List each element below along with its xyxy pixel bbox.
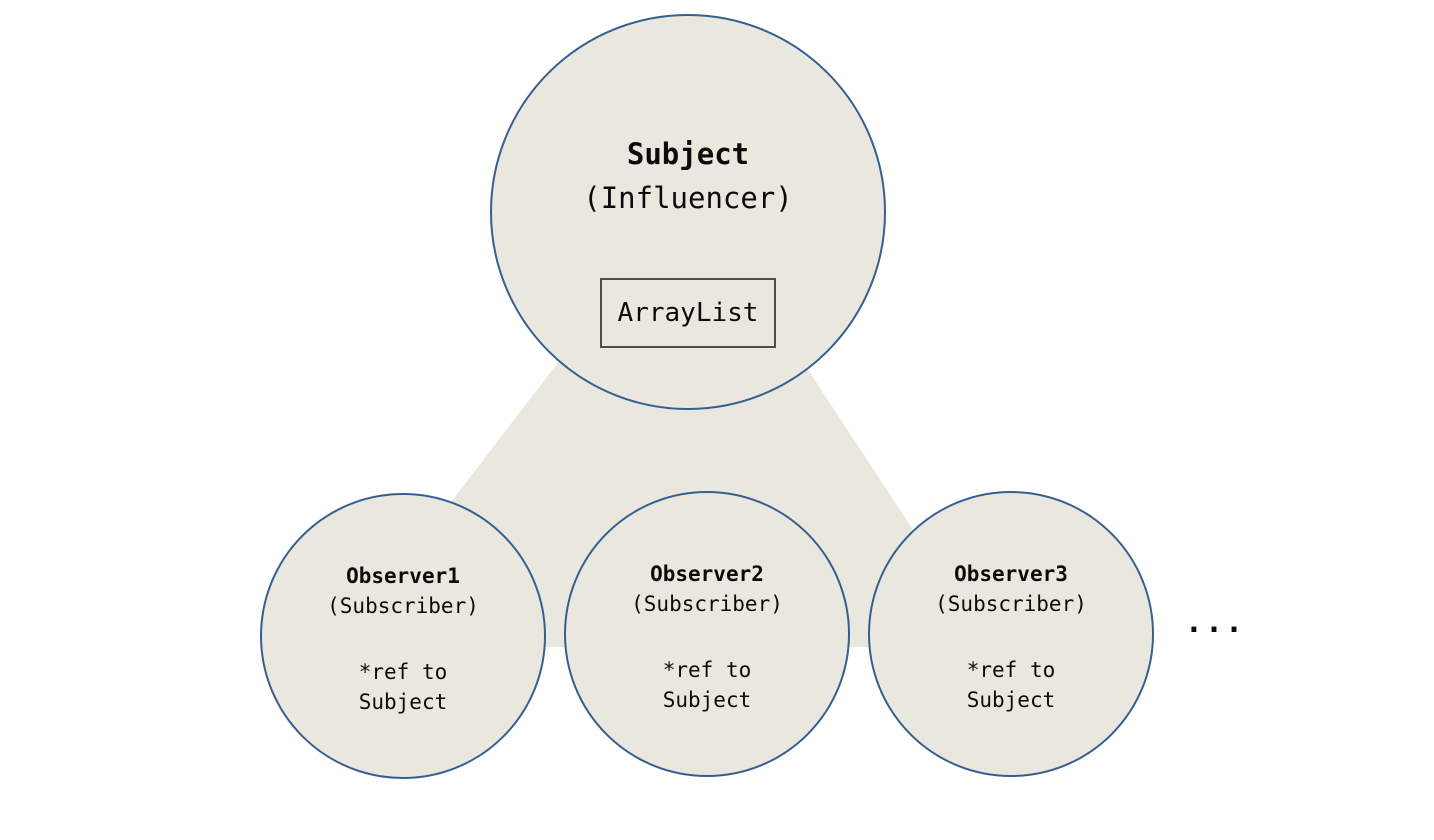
spacer — [870, 619, 1152, 655]
subject-title: Subject — [626, 137, 750, 171]
observer-title: Observer3 — [954, 562, 1068, 586]
observer-title: Observer1 — [346, 564, 460, 588]
observer-text-block: Observer1 (Subscriber) *ref to Subject — [262, 561, 544, 717]
observer-subtitle: (Subscriber) — [935, 592, 1087, 616]
observer-node-3: Observer3 (Subscriber) *ref to Subject — [868, 491, 1154, 777]
subject-text-block: Subject (Influencer) — [492, 132, 884, 220]
arraylist-box: ArrayList — [600, 278, 776, 348]
more-observers-ellipsis: ... — [1184, 605, 1246, 640]
observer-ref-line1: *ref to — [358, 660, 448, 684]
observer-ref-line2: Subject — [662, 688, 752, 712]
subject-node: Subject (Influencer) ArrayList — [490, 14, 886, 410]
spacer — [566, 619, 848, 655]
observer-title: Observer2 — [650, 562, 764, 586]
observer-subtitle: (Subscriber) — [327, 594, 479, 618]
subject-subtitle: (Influencer) — [583, 181, 793, 215]
observer-ref-line1: *ref to — [662, 658, 752, 682]
observer-ref-line2: Subject — [966, 688, 1056, 712]
observer-text-block: Observer2 (Subscriber) *ref to Subject — [566, 559, 848, 715]
observer-subtitle: (Subscriber) — [631, 592, 783, 616]
spacer — [262, 621, 544, 657]
observer-ref-line2: Subject — [358, 690, 448, 714]
observer-node-2: Observer2 (Subscriber) *ref to Subject — [564, 491, 850, 777]
observer-node-1: Observer1 (Subscriber) *ref to Subject — [260, 493, 546, 779]
observer-text-block: Observer3 (Subscriber) *ref to Subject — [870, 559, 1152, 715]
arraylist-label: ArrayList — [617, 298, 759, 328]
observer-ref-line1: *ref to — [966, 658, 1056, 682]
